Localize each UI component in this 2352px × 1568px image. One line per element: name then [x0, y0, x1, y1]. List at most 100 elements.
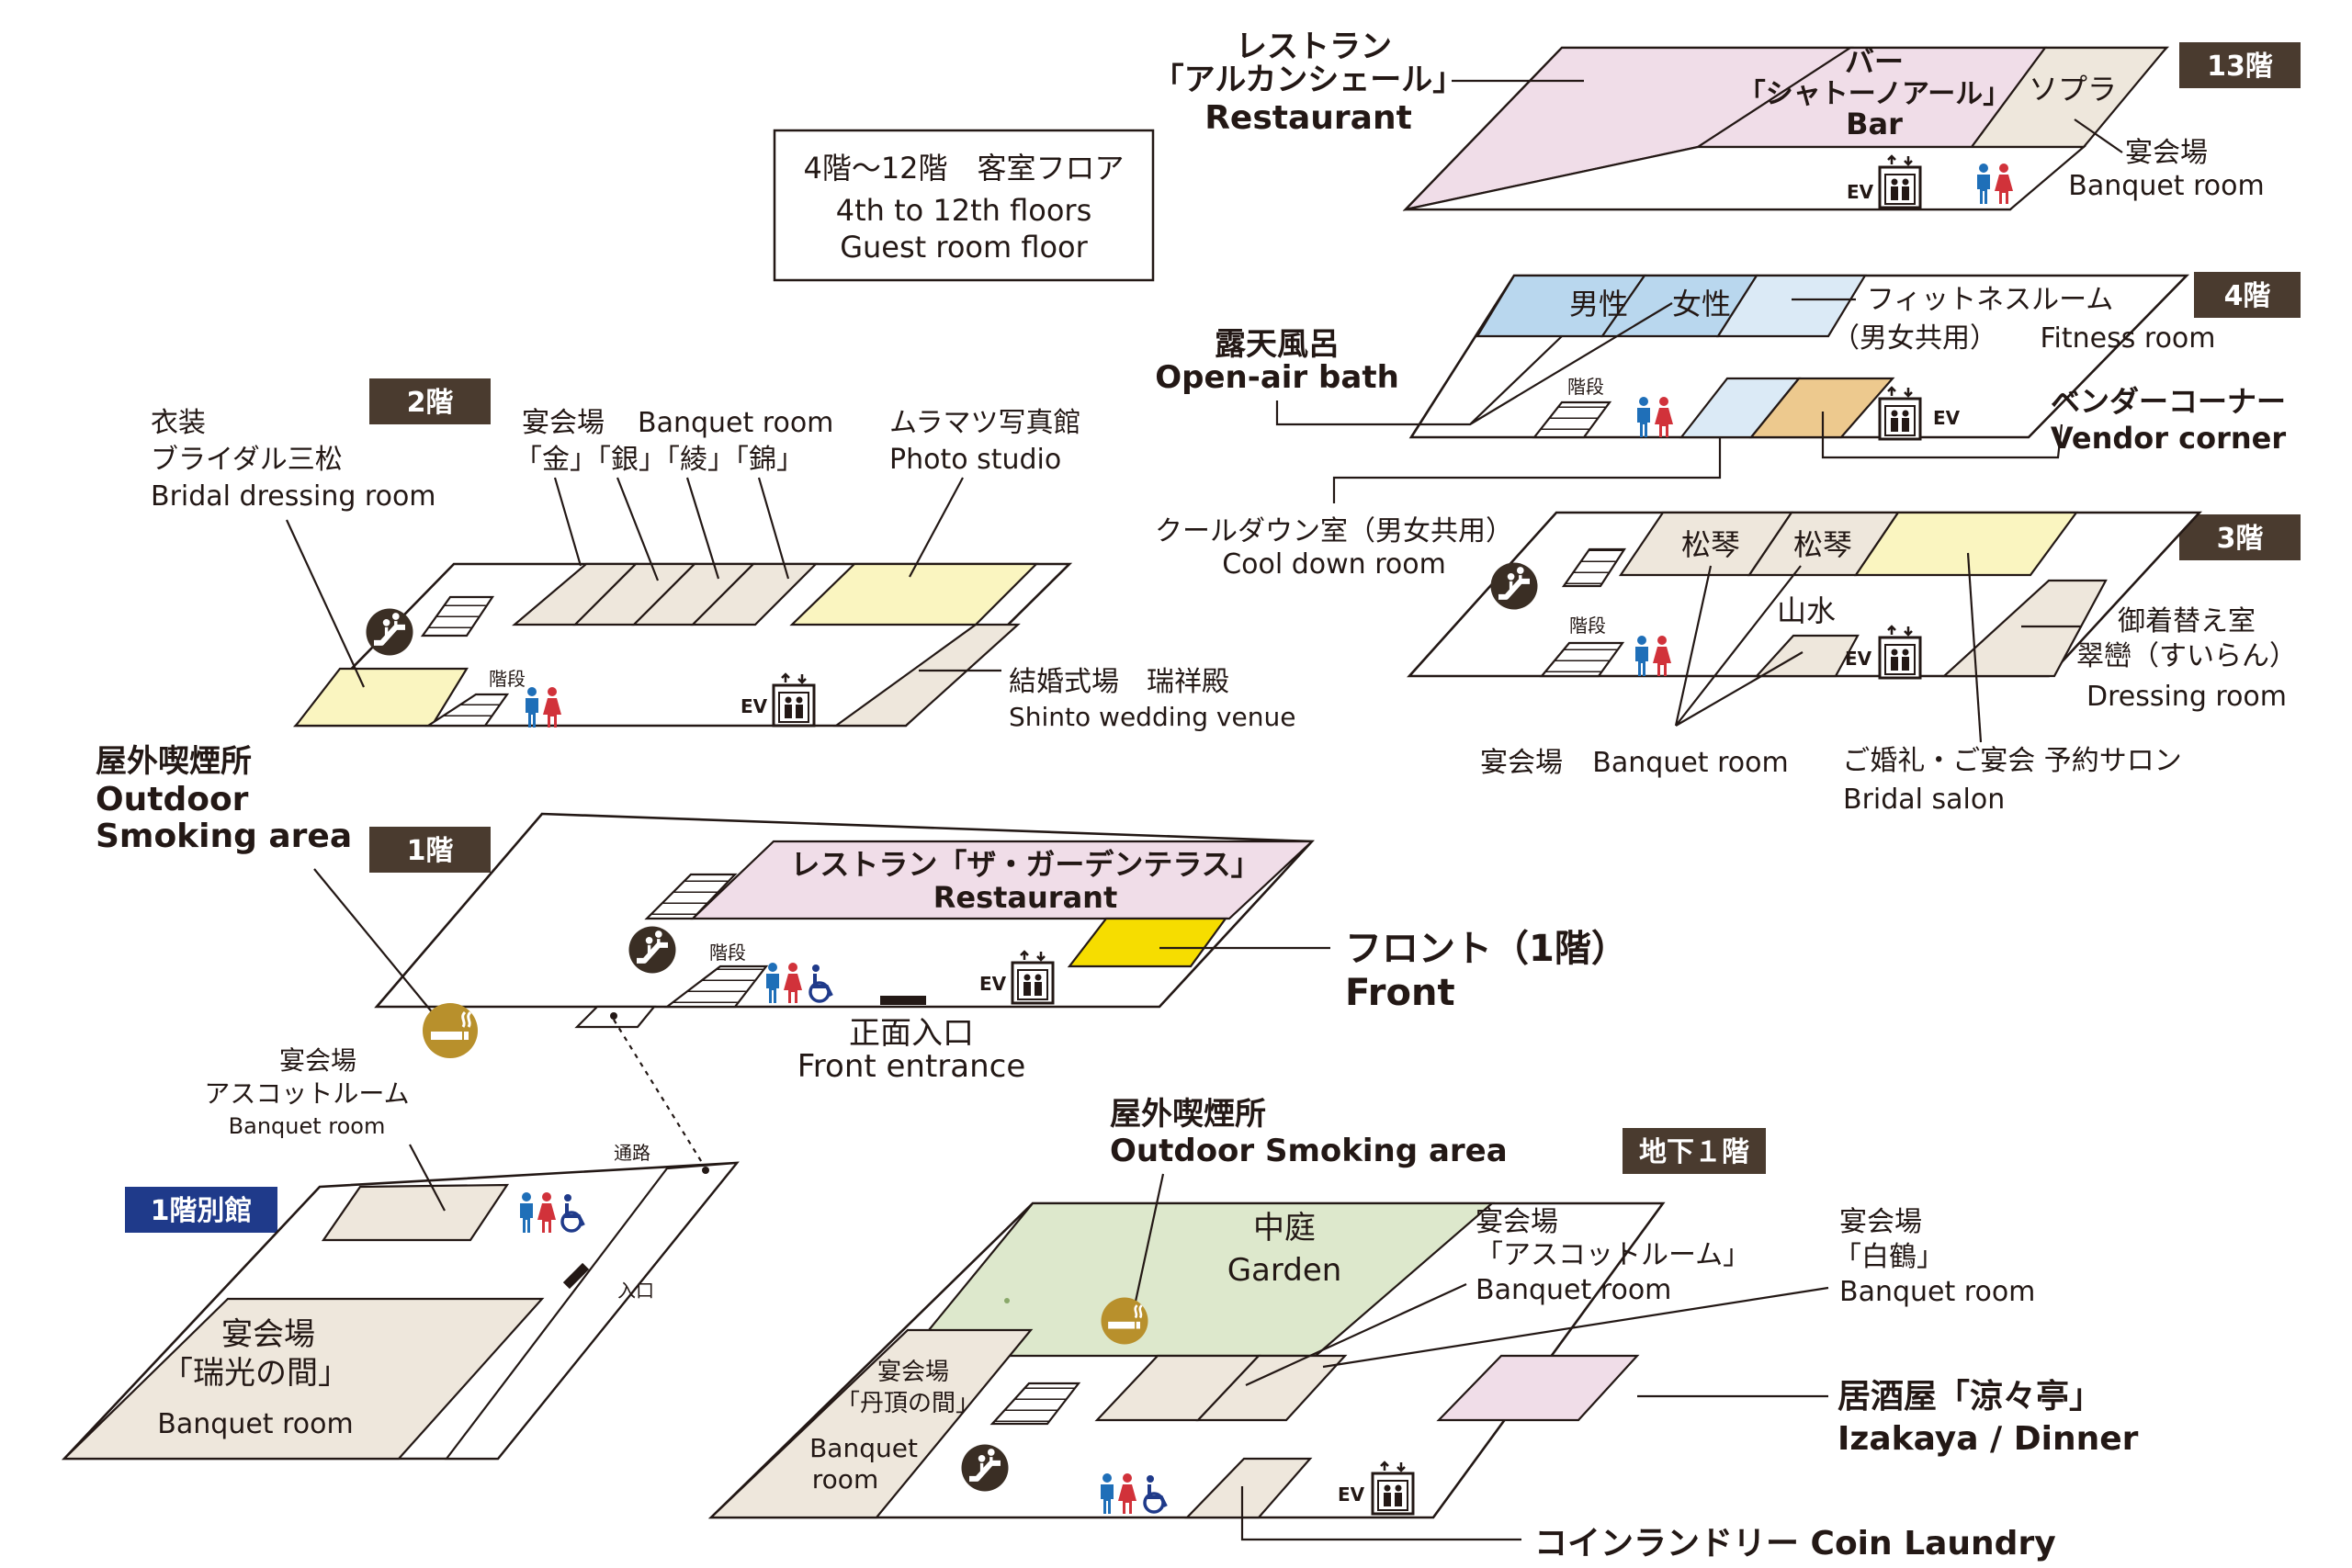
bridal-salon-room[interactable] — [1853, 511, 2079, 577]
shinto-wedding-room[interactable] — [832, 623, 1021, 728]
floor-3-escalator-icon — [1491, 563, 1538, 610]
annex-badge[interactable]: 1階別館 — [125, 1187, 277, 1233]
floor-1-smoking-jp: 屋外喫煙所 — [96, 743, 252, 780]
floor-1-stairs-label: 階段 — [709, 942, 746, 964]
floor-13: 13階 レストラン 「アルカンシェール」 Restaurant バー 「シャトー… — [1153, 28, 2301, 211]
sopra-label: ソプラ — [2029, 72, 2117, 107]
front-desk-jp: フロント（1階） — [1345, 928, 1628, 970]
tancho-jp: 宴会場 — [877, 1359, 949, 1386]
coin-laundry-label: コインランドリー Coin Laundry — [1534, 1525, 2056, 1562]
front-entrance-en: Front entrance — [797, 1048, 1026, 1085]
hakutsuru-room[interactable] — [1195, 1354, 1348, 1422]
sansui-room[interactable] — [1754, 634, 1860, 678]
fitness-en: Fitness room — [2040, 322, 2215, 355]
garden-en: Garden — [1227, 1252, 1342, 1289]
bridal-salon-leader — [1966, 552, 1983, 743]
dressing-name: 翠巒（すいらん） — [2076, 640, 2297, 672]
floor-2: 2階 階段 EV 衣装 ブライダル三松 Bridal dressing room… — [151, 378, 1295, 732]
restaurant-arcanciel-jp: レストラン — [1236, 28, 1392, 65]
floor-2-badge[interactable]: 2階 — [369, 378, 491, 424]
restaurant-garden-terrace-en: Restaurant — [933, 880, 1118, 915]
vendor-corner[interactable] — [1748, 377, 1895, 439]
floor-1-badge[interactable]: 1階 — [369, 827, 491, 873]
guest-floor-box: 4階〜12階 客室フロア 4th to 12th floors Guest ro… — [773, 129, 1155, 282]
vendor-corner-jp: ベンダーコーナー — [2051, 384, 2286, 419]
annex-ascot-room[interactable] — [321, 1183, 510, 1242]
floor-2-banquet-names: 「金」「銀」「綾」「錦」 — [514, 444, 804, 476]
dressing-jp: 御着替え室 — [2118, 605, 2256, 637]
cooldown-en: Cool down room — [1222, 548, 1446, 581]
annex-ascot-leader — [409, 1144, 446, 1212]
front-desk[interactable] — [1067, 917, 1228, 968]
front-desk-en: Front — [1345, 972, 1455, 1014]
floor-4-stairs — [1532, 400, 1612, 439]
tancho-banquet-room[interactable] — [708, 1328, 1034, 1519]
floor-2-banquet-leaders — [553, 477, 790, 581]
coin-laundry-leader — [1240, 1486, 1521, 1541]
basement-smoking-icon — [1100, 1296, 1149, 1346]
tancho-en-2: room — [812, 1464, 878, 1495]
matsugoto-label-2: 松琴 — [1793, 527, 1852, 562]
annex-passage-label: 通路 — [614, 1142, 650, 1164]
annex-zuiko-room[interactable] — [62, 1297, 545, 1461]
cooldown-jp: クールダウン室（男女共用） — [1155, 515, 1513, 547]
izakaya-jp: 居酒屋「涼々亭」 — [1838, 1378, 2102, 1416]
floor-1-escalator-icon — [629, 927, 676, 974]
bar-jp: バー — [1845, 44, 1904, 79]
basement-ascot-leader — [1245, 1283, 1467, 1386]
bridal-dressing-en: Bridal dressing room — [151, 480, 436, 513]
photo-studio-leader — [909, 477, 964, 578]
fitness-room[interactable] — [1715, 274, 1867, 338]
floor-2-escalator-icon — [367, 609, 413, 656]
basement-smoking-leader — [1132, 1173, 1165, 1311]
floor-3-banquet-leaders — [1674, 565, 1804, 727]
matsugoto-label-1: 松琴 — [1681, 527, 1740, 562]
restaurant-garden-terrace-room[interactable] — [690, 840, 1315, 920]
floor-1-stairs-upper — [644, 873, 738, 920]
basement-ascot-jp: 宴会場 — [1476, 1206, 1558, 1238]
floor-1: 1階 階段 EV レストラン「ザ・ガーデンテラス」 Restaurant フロン… — [96, 743, 1628, 1085]
floor-13-badge[interactable]: 13階 — [2179, 42, 2301, 88]
open-air-bath-en: Open-air bath — [1155, 359, 1399, 396]
restaurant-garden-terrace-jp: レストラン「ザ・ガーデンテラス」 — [790, 847, 1260, 882]
restaurant-arcanciel-en: Restaurant — [1204, 99, 1412, 137]
floor-1-smoking-icon — [421, 1001, 480, 1060]
guest-floor-range: 4階〜12階 客室フロア — [803, 151, 1124, 186]
floor-4: 4階 男性 女性 フィットネスルーム （男女共用） Fitness room 露… — [1155, 272, 2301, 581]
floor-3-badge-label: 3階 — [2217, 523, 2264, 555]
floor-13-ev-label: EV — [1847, 181, 1874, 203]
front-entrance-door[interactable] — [880, 996, 926, 1005]
garden-jp: 中庭 — [1253, 1210, 1316, 1247]
hakutsuru-leader — [1322, 1286, 1829, 1369]
izakaya-en: Izakaya / Dinner — [1838, 1420, 2139, 1458]
annex-passage-dotted — [613, 1019, 707, 1169]
tancho-name: 「丹頂の間」 — [836, 1390, 979, 1417]
floor-1-stairs-lower — [663, 964, 769, 1009]
floor-2-badge-label: 2階 — [407, 387, 454, 419]
basement-ascot-en: Banquet room — [1476, 1274, 1671, 1306]
restaurant-arcanciel-name: 「アルカンシェール」 — [1153, 62, 1464, 98]
annex-zuiko-en: Banquet room — [157, 1408, 353, 1440]
floor-4-ev-label: EV — [1933, 407, 1961, 429]
bridal-dressing-jp: 衣装 — [151, 407, 206, 439]
floor-4-badge[interactable]: 4階 — [2194, 272, 2301, 318]
floor-2-stairs-label: 階段 — [489, 668, 526, 690]
floor-2-stairs-upper — [420, 595, 495, 637]
basement-stairs — [989, 1382, 1081, 1426]
basement-floor-1: 地下１階 EV 屋外喫煙所 Outdoor Smoking area 中庭 Ga… — [707, 1096, 2139, 1562]
front-entrance-jp: 正面入口 — [849, 1015, 974, 1052]
coin-laundry-room[interactable] — [1184, 1457, 1313, 1519]
floor-2-banquet-jp: 宴会場 — [522, 407, 605, 439]
izakaya-ryoryotei-room[interactable] — [1436, 1354, 1640, 1422]
basement-smoking-en: Outdoor Smoking area — [1110, 1133, 1508, 1169]
basement-badge[interactable]: 地下１階 — [1623, 1128, 1766, 1174]
photo-studio-en: Photo studio — [889, 444, 1061, 476]
annex-entrance-door[interactable] — [562, 1262, 590, 1290]
sopra-leader — [2074, 118, 2123, 153]
floor-3-badge[interactable]: 3階 — [2179, 514, 2301, 560]
banquet-nishiki-room[interactable] — [690, 562, 819, 626]
cooldown-leader — [1332, 437, 1722, 503]
tancho-en-1: Banquet — [809, 1433, 918, 1463]
dressing-suiran-room[interactable] — [1941, 579, 2108, 678]
